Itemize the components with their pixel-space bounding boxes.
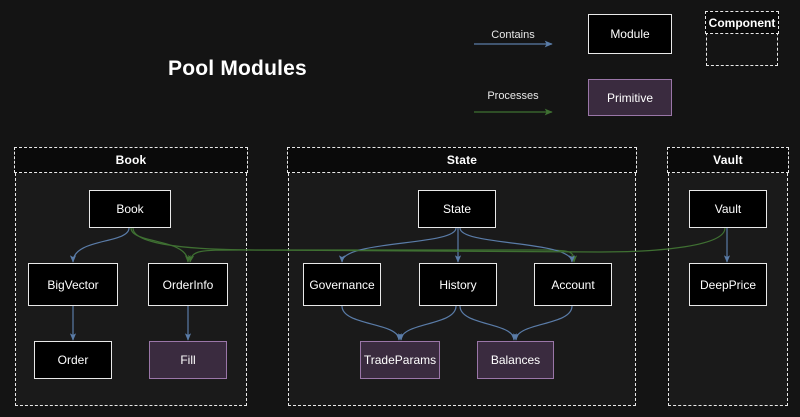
node-deepprice[interactable]: DeepPrice: [689, 263, 767, 306]
legend-component-box: Component: [705, 11, 779, 66]
node-orderinfo[interactable]: OrderInfo: [148, 263, 228, 306]
page-title: Pool Modules: [168, 57, 307, 80]
node-bigvector[interactable]: BigVector: [28, 263, 118, 306]
legend-contains-label: Contains: [491, 29, 535, 41]
node-vault[interactable]: Vault: [689, 190, 767, 228]
legend-primitive-box: Primitive: [588, 79, 672, 116]
node-history[interactable]: History: [419, 263, 497, 306]
legend-component-header: Component: [705, 11, 779, 35]
node-order[interactable]: Order: [34, 341, 112, 379]
node-state[interactable]: State: [418, 190, 496, 228]
container-book-header: Book: [14, 147, 248, 174]
container-vault-header: Vault: [667, 147, 789, 174]
node-governance[interactable]: Governance: [303, 263, 381, 306]
node-book[interactable]: Book: [89, 190, 171, 228]
node-fill[interactable]: Fill: [149, 341, 227, 379]
legend-processes-label: Processes: [487, 90, 539, 102]
container-state-header: State: [287, 147, 637, 174]
node-account[interactable]: Account: [534, 263, 612, 306]
node-balances[interactable]: Balances: [477, 341, 554, 379]
legend-module-box: Module: [588, 14, 672, 54]
node-tradeparams[interactable]: TradeParams: [360, 341, 440, 379]
